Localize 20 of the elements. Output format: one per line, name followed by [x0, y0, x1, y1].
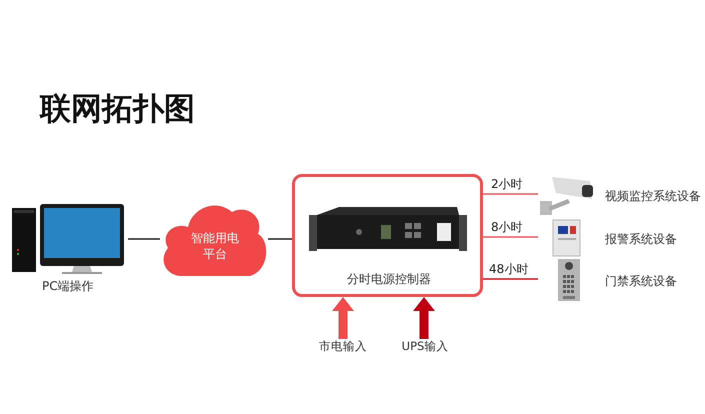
device-label: 视频监控系统设备 — [605, 188, 701, 205]
input-arrow — [413, 297, 435, 339]
connector-line — [483, 193, 538, 195]
edge-label: 8小时 — [491, 219, 523, 236]
connector-line — [483, 278, 538, 280]
edge-label: 48小时 — [489, 261, 528, 278]
cloud-label: 智能用电平台 — [190, 230, 240, 262]
edge-label: 2小时 — [491, 176, 523, 193]
node-label: PC端操作 — [42, 278, 94, 295]
input-label: UPS输入 — [400, 339, 450, 354]
input-label: 市电输入 — [318, 339, 368, 354]
title: 联网拓扑图 — [40, 90, 195, 129]
input-arrow — [332, 297, 354, 339]
controller-box — [292, 174, 483, 297]
box-label: 分时电源控制器 — [347, 271, 431, 288]
connector-line — [483, 236, 538, 238]
device-label: 报警系统设备 — [605, 231, 677, 248]
connector-line — [128, 238, 160, 240]
connector-line — [268, 238, 292, 240]
device-label: 门禁系统设备 — [605, 273, 677, 290]
